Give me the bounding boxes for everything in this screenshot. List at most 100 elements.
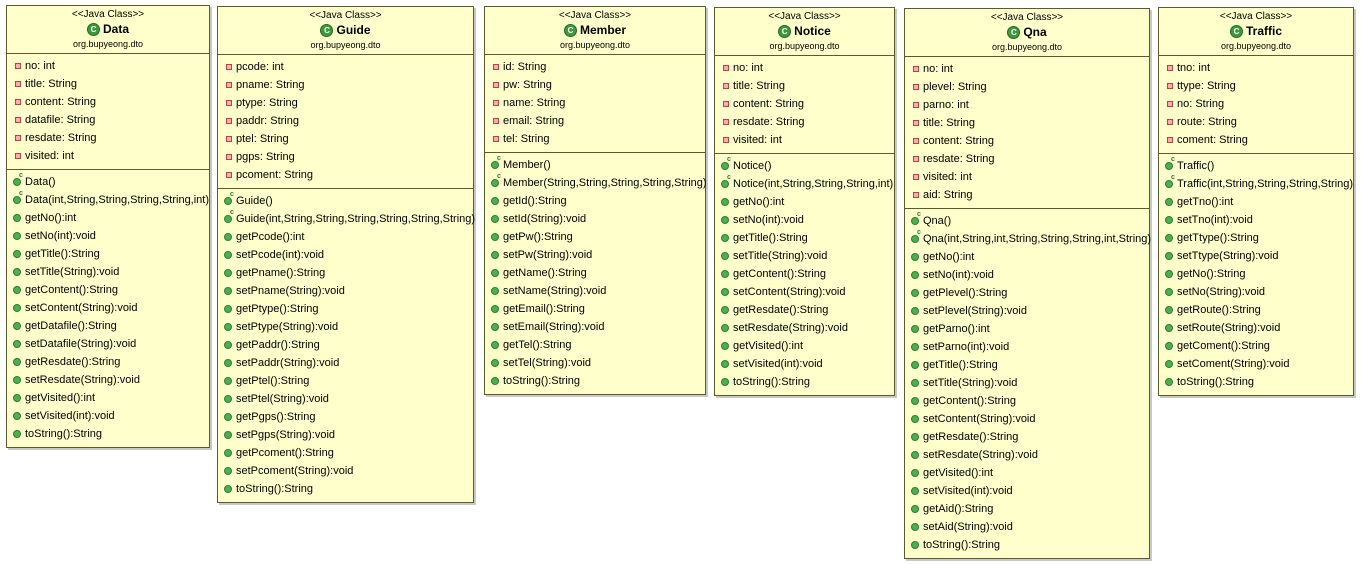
public-method-icon <box>911 361 919 369</box>
method-text: setNo(int):void <box>733 214 804 226</box>
method-row: setResdate(String):void <box>715 319 894 337</box>
method-text: setDatafile(String):void <box>25 338 137 350</box>
field-text: plevel: String <box>923 81 987 93</box>
method-text: getPname():String <box>236 267 326 279</box>
public-method-icon <box>491 323 499 331</box>
field-row: ptel: String <box>218 130 473 148</box>
method-text: setVisited(int):void <box>733 358 823 370</box>
method-row: toString():String <box>485 372 705 390</box>
method-row: getTel():String <box>485 336 705 354</box>
public-method-icon <box>224 233 232 241</box>
field-text: no: int <box>25 60 55 72</box>
class-name: Traffic <box>1245 24 1282 38</box>
field-row: visited: int <box>7 147 209 165</box>
package-name: org.bupyeong.dto <box>991 42 1063 52</box>
private-field-icon <box>493 136 499 142</box>
method-text: setNo(int):void <box>25 230 96 242</box>
method-text: setTitle(String):void <box>733 250 828 262</box>
field-row: title: String <box>715 77 894 95</box>
method-text: getVisited():int <box>25 392 96 404</box>
constructor-icon: c <box>1171 156 1175 163</box>
method-text: setPcoment(String):void <box>236 465 354 477</box>
constructor-icon: c <box>230 191 234 198</box>
private-field-icon <box>913 192 919 198</box>
field-row: id: String <box>485 58 705 76</box>
public-method-icon <box>13 196 21 204</box>
field-row: aid: String <box>905 186 1149 204</box>
public-method-icon <box>1165 162 1173 170</box>
field-row: datafile: String <box>7 111 209 129</box>
method-text: getPgps():String <box>236 411 316 423</box>
method-row: getTitle():String <box>905 356 1149 374</box>
public-method-icon <box>13 178 21 186</box>
private-field-icon <box>723 83 729 89</box>
public-method-icon <box>13 394 21 402</box>
public-method-icon <box>911 217 919 225</box>
constructor-icon: c <box>19 172 23 179</box>
class-name: Data <box>102 22 129 36</box>
public-method-icon <box>13 376 21 384</box>
stereotype-label: <<Java Class>> <box>309 10 382 21</box>
public-method-icon <box>1165 342 1173 350</box>
method-row: toString():String <box>7 425 209 443</box>
method-text: Traffic(int,String,String,String,String) <box>1177 178 1354 190</box>
field-row: coment: String <box>1159 131 1353 149</box>
method-text: getComent():String <box>1177 340 1270 352</box>
public-method-icon <box>721 234 729 242</box>
public-method-icon <box>721 378 729 386</box>
private-field-icon <box>226 154 232 160</box>
field-row: resdate: String <box>905 150 1149 168</box>
method-row: setContent(String):void <box>905 410 1149 428</box>
method-row: toString():String <box>1159 373 1353 391</box>
public-method-icon <box>911 523 919 531</box>
method-row: setRoute(String):void <box>1159 319 1353 337</box>
field-text: ptel: String <box>236 133 289 145</box>
method-row: setTno(int):void <box>1159 211 1353 229</box>
public-method-icon <box>13 358 21 366</box>
field-text: name: String <box>503 97 566 109</box>
method-text: getResdate():String <box>733 304 829 316</box>
public-method-icon <box>911 541 919 549</box>
method-row: toString():String <box>905 536 1149 554</box>
private-field-icon <box>226 82 232 88</box>
method-row: setPcode(int):void <box>218 246 473 264</box>
public-method-icon <box>721 288 729 296</box>
field-row: pcoment: String <box>218 166 473 184</box>
field-row: ptype: String <box>218 94 473 112</box>
method-text: getNo():int <box>733 196 785 208</box>
public-method-icon <box>491 341 499 349</box>
class-icon: C <box>1229 25 1243 38</box>
method-row: getPtype():String <box>218 300 473 318</box>
method-row: setDatafile(String):void <box>7 335 209 353</box>
method-row: getTtype():String <box>1159 229 1353 247</box>
private-field-icon <box>15 153 21 159</box>
method-text: Notice() <box>733 160 772 172</box>
method-row: setPcoment(String):void <box>218 462 473 480</box>
field-text: visited: int <box>923 171 972 183</box>
package-name: org.bupyeong.dto <box>769 41 840 51</box>
field-row: content: String <box>905 132 1149 150</box>
method-row: getContent():String <box>905 392 1149 410</box>
private-field-icon <box>15 63 21 69</box>
constructor-icon: c <box>19 190 23 197</box>
field-text: datafile: String <box>25 114 96 126</box>
public-method-icon <box>911 469 919 477</box>
method-row: setTitle(String):void <box>905 374 1149 392</box>
field-text: ptype: String <box>236 97 298 109</box>
method-text: getEmail():String <box>503 303 585 315</box>
method-text: getPcoment():String <box>236 447 334 459</box>
field-row: visited: int <box>715 131 894 149</box>
